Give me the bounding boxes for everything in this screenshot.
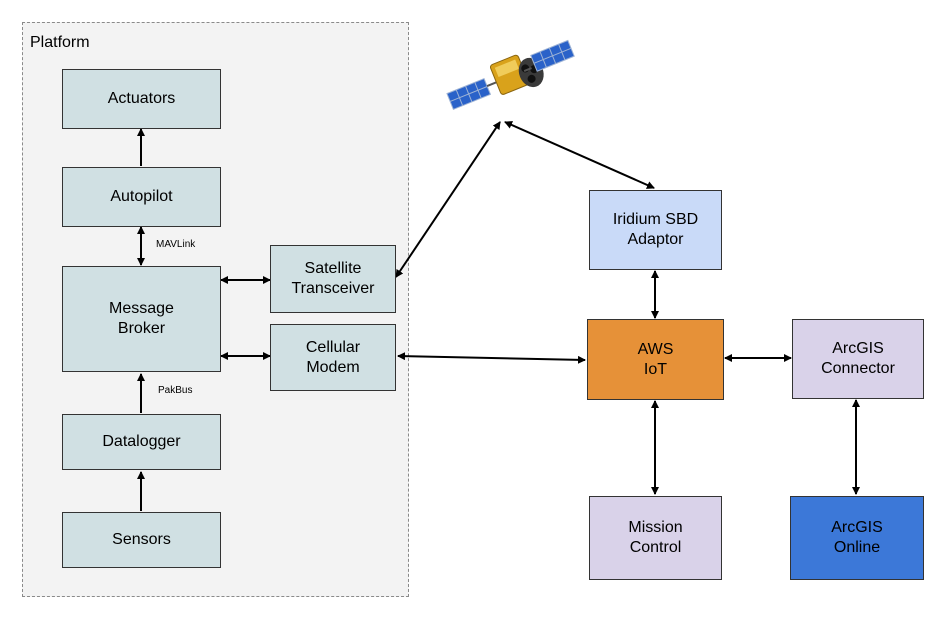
- node-actuators: Actuators: [62, 69, 221, 129]
- node-aws-iot: AWS IoT: [587, 319, 724, 400]
- satellite-icon: [446, 39, 575, 110]
- platform-title: Platform: [30, 34, 90, 51]
- arrow-modem-aws: [397, 352, 586, 364]
- node-autopilot: Autopilot: [62, 167, 221, 227]
- node-arcgis-online: ArcGIS Online: [790, 496, 924, 580]
- node-arcgis-connector: ArcGIS Connector: [792, 319, 924, 399]
- node-datalogger: Datalogger: [62, 414, 221, 470]
- node-message-broker: Message Broker: [62, 266, 221, 372]
- edge-label-mavlink: MAVLink: [156, 239, 196, 250]
- node-sensors: Sensors: [62, 512, 221, 568]
- node-satellite-transceiver: Satellite Transceiver: [270, 245, 396, 313]
- arrow-transceiver-satellite: [395, 121, 501, 278]
- node-cellular-modem: Cellular Modem: [270, 324, 396, 391]
- edge-label-pakbus: PakBus: [158, 385, 193, 396]
- node-mission-control: Mission Control: [589, 496, 722, 580]
- node-iridium-adaptor: Iridium SBD Adaptor: [589, 190, 722, 270]
- arrow-satellite-iridium: [504, 121, 655, 189]
